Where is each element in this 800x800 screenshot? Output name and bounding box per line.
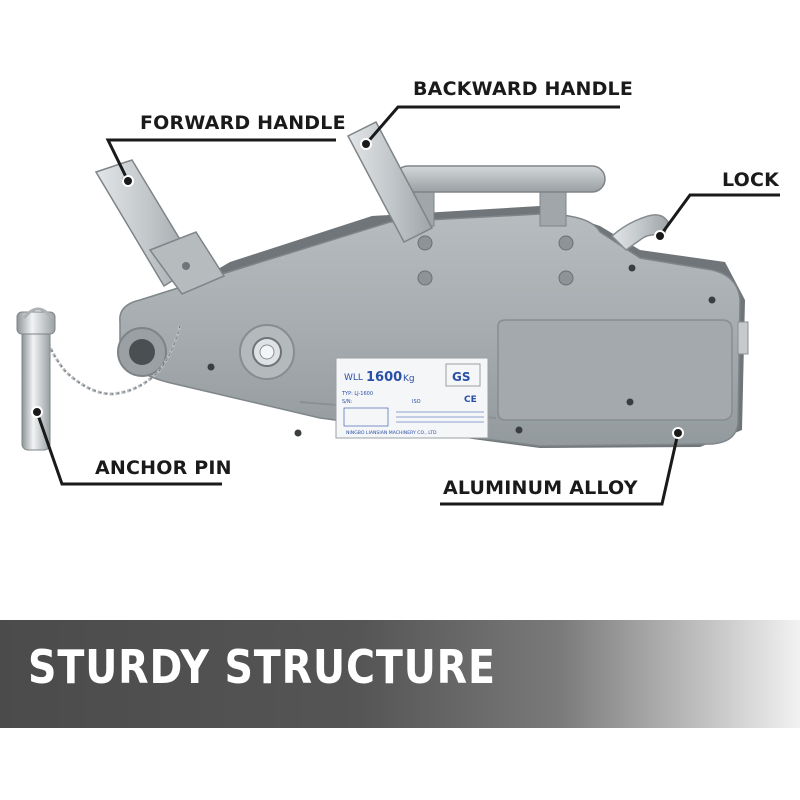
callout-forward-handle: FORWARD HANDLE: [140, 112, 346, 134]
forward-socket-bolt: [182, 262, 190, 270]
feature-banner: STURDY STRUCTURE: [0, 620, 800, 728]
nameplate-gs-mark: GS: [452, 370, 471, 384]
nameplate-type-line: TYP: LJ-1600: [341, 391, 373, 397]
callout-anchor-pin: ANCHOR PIN: [95, 457, 232, 479]
anchor-pin-cap: [16, 311, 56, 335]
nameplate-diagram: [343, 407, 484, 427]
callout-lock: LOCK: [722, 169, 780, 191]
callout-backward-handle: BACKWARD HANDLE: [413, 78, 634, 100]
nameplate-wll-value: 1600: [366, 370, 402, 385]
callout-aluminum-alloy: ALUMINUM ALLOY: [443, 477, 638, 499]
nameplate-wll-label: WLL: [344, 373, 363, 383]
nameplate-wll-unit: Kg: [403, 374, 415, 384]
nameplate-model-code: ISO: [412, 399, 421, 405]
nameplate: [335, 357, 489, 439]
nameplate-manufacturer: NINGBO LIANSIAN MACHINERY CO., LTD: [346, 430, 437, 436]
callout-leaders: [35, 105, 780, 506]
nameplate-serial-label: S/N:: [342, 399, 353, 405]
anchor-eye-hole: [129, 339, 155, 365]
backward-handle: [346, 121, 434, 243]
anchor-pin-shaft: [21, 319, 51, 451]
lock-lever: [610, 214, 669, 251]
callout-dots: [31, 138, 684, 439]
rivets: [417, 235, 574, 286]
anchor-pin-ring: [22, 307, 54, 319]
nameplate-gs-box: [445, 363, 481, 387]
carry-handle-bar: [394, 165, 606, 193]
lock-side-bolt: [737, 321, 749, 355]
nameplate-ce-mark: CE: [464, 395, 477, 405]
anchor-chain-shadow: [45, 325, 181, 395]
banner-title: STURDY STRUCTURE: [28, 640, 496, 694]
body-raised-panel: [497, 319, 733, 421]
center-bearing-core: [259, 344, 275, 360]
screws: [207, 264, 716, 437]
